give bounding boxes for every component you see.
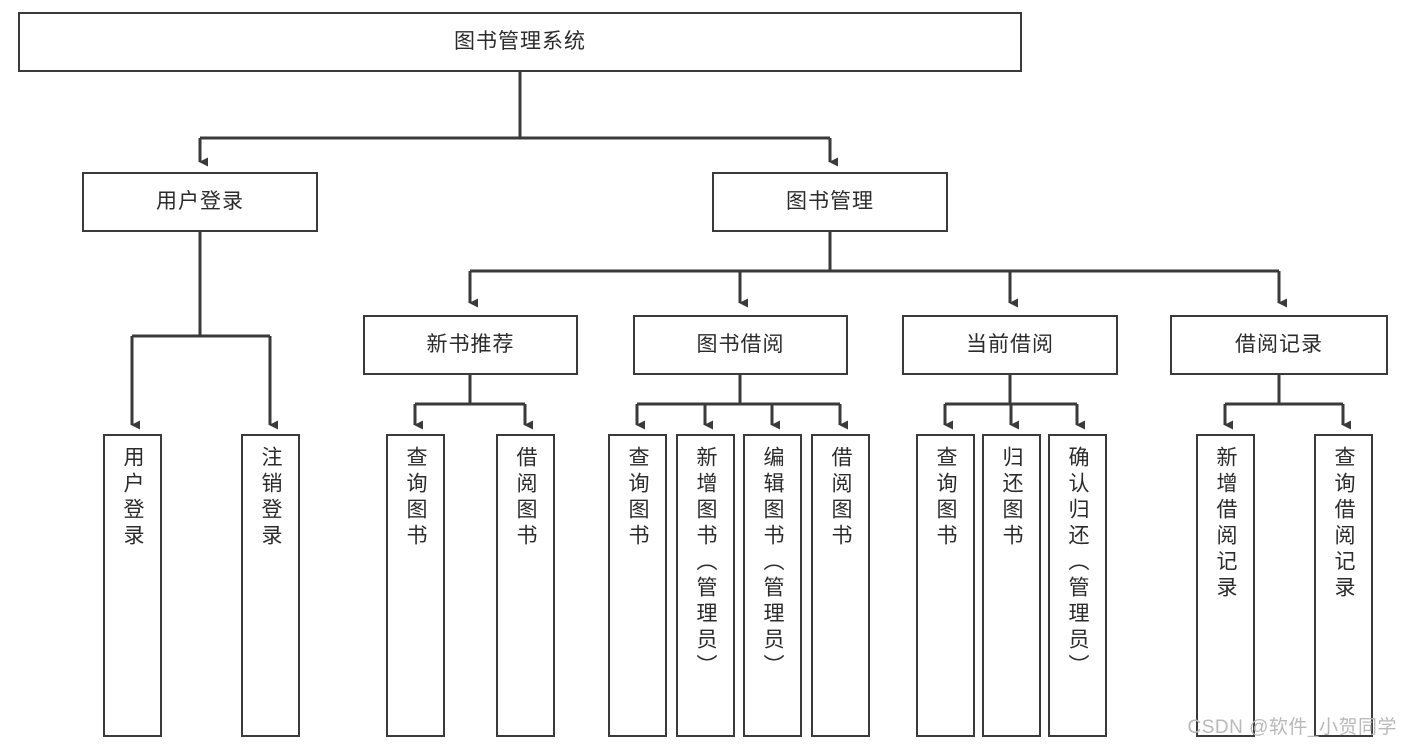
node-label: 编辑图书（管理员） xyxy=(761,446,784,680)
node-current-borrow[interactable]: 当前借阅 xyxy=(902,315,1118,375)
node-label: 新增图书（管理员） xyxy=(694,446,717,680)
leaf-borrow-edit-book-admin[interactable]: 编辑图书（管理员） xyxy=(743,434,802,737)
leaf-borrow-query-books[interactable]: 查询图书 xyxy=(608,434,667,737)
node-label: 用户登录 xyxy=(121,446,144,550)
leaf-new-book-borrow-books[interactable]: 借阅图书 xyxy=(496,434,555,737)
leaf-user-login-logout[interactable]: 注销登录 xyxy=(241,434,300,737)
leaf-borrow-borrow-books[interactable]: 借阅图书 xyxy=(811,434,870,737)
node-label: 查询借阅记录 xyxy=(1332,446,1355,602)
leaf-current-query-books[interactable]: 查询图书 xyxy=(916,434,975,737)
node-label: 图书管理 xyxy=(786,189,874,213)
node-new-book-recommendation[interactable]: 新书推荐 xyxy=(363,315,578,375)
leaf-current-confirm-return-admin[interactable]: 确认归还（管理员） xyxy=(1048,434,1107,737)
node-label: 归还图书 xyxy=(1000,446,1023,550)
node-label: 借阅记录 xyxy=(1235,332,1323,356)
node-label: 查询图书 xyxy=(934,446,957,550)
node-label: 新书推荐 xyxy=(426,332,515,356)
node-book-borrow[interactable]: 图书借阅 xyxy=(633,315,848,375)
node-label: 图书借阅 xyxy=(696,332,785,356)
watermark-text: CSDN @软件_小贺同学 xyxy=(1187,717,1397,738)
node-label: 当前借阅 xyxy=(966,332,1054,356)
node-label: 新增借阅记录 xyxy=(1214,446,1237,602)
node-book-management[interactable]: 图书管理 xyxy=(712,172,948,232)
node-label: 借阅图书 xyxy=(829,446,852,550)
leaf-new-book-query-books[interactable]: 查询图书 xyxy=(386,434,445,737)
node-borrow-record[interactable]: 借阅记录 xyxy=(1170,315,1388,375)
node-label: 确认归还（管理员） xyxy=(1066,446,1089,680)
leaf-user-login-login[interactable]: 用户登录 xyxy=(103,434,162,737)
node-label: 图书管理系统 xyxy=(454,29,586,53)
leaf-record-query-borrow-record[interactable]: 查询借阅记录 xyxy=(1314,434,1373,737)
node-label: 借阅图书 xyxy=(514,446,537,550)
node-label: 查询图书 xyxy=(404,446,427,550)
leaf-borrow-add-book-admin[interactable]: 新增图书（管理员） xyxy=(676,434,735,737)
node-user-login[interactable]: 用户登录 xyxy=(82,172,318,232)
leaf-current-return-books[interactable]: 归还图书 xyxy=(982,434,1041,737)
node-label: 注销登录 xyxy=(259,446,282,550)
node-label: 查询图书 xyxy=(626,446,649,550)
leaf-record-add-borrow-record[interactable]: 新增借阅记录 xyxy=(1196,434,1255,737)
node-root-book-management-system[interactable]: 图书管理系统 xyxy=(18,12,1022,72)
node-label: 用户登录 xyxy=(156,189,244,213)
